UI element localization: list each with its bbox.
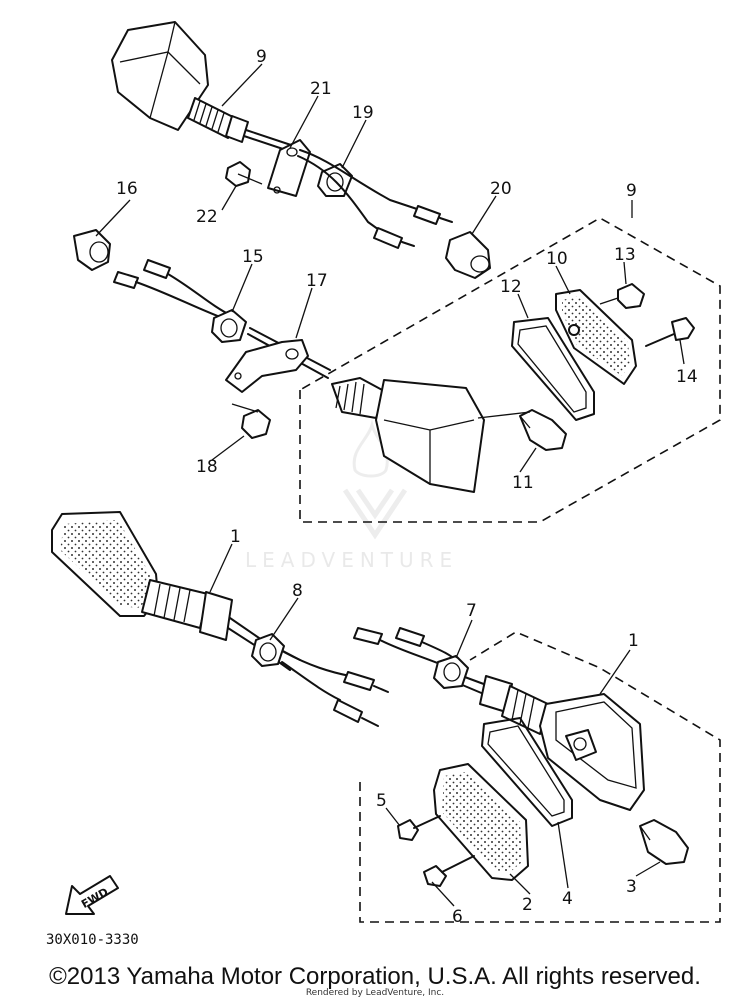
callout-22: 22 xyxy=(196,207,218,227)
diagram-code: 30X010-3330 xyxy=(46,932,139,948)
callout-15: 15 xyxy=(242,247,264,267)
callout-8: 8 xyxy=(292,581,303,601)
callout-16: 16 xyxy=(116,179,138,199)
lower-left-wire-harness xyxy=(281,651,389,727)
part-20-grommet xyxy=(445,231,491,279)
callout-17: 17 xyxy=(306,271,328,291)
callout-4: 4 xyxy=(562,889,573,909)
watermark-text: LEADVENTURE xyxy=(245,548,458,572)
callout-10: 10 xyxy=(546,249,568,269)
callout-18: 18 xyxy=(196,457,218,477)
callout-6: 6 xyxy=(452,907,463,927)
copyright-notice: ©2013 Yamaha Motor Corporation, U.S.A. A… xyxy=(49,963,701,990)
lower-right-wire-harness xyxy=(353,627,501,701)
callout-14: 14 xyxy=(676,367,698,387)
part-22-bolt xyxy=(225,161,263,187)
callout-9-upper: 9 xyxy=(256,47,267,67)
assembly-9-outline xyxy=(299,217,721,523)
part-10-lens xyxy=(555,289,637,385)
callout-20: 20 xyxy=(490,179,512,199)
leadventure-watermark: LEADVENTURE xyxy=(245,419,458,572)
part-2-lens xyxy=(433,763,529,881)
rendered-by-note: Rendered by LeadVenture, Inc. xyxy=(305,988,445,998)
part-8-grommet xyxy=(251,633,285,667)
callout-19: 19 xyxy=(352,103,374,123)
part-14-screw xyxy=(645,317,695,347)
part-12-gasket xyxy=(511,317,595,421)
callout-2: 2 xyxy=(522,895,533,915)
callout-11: 11 xyxy=(512,473,534,493)
leader-lines xyxy=(95,63,685,907)
part-1-lower-left-signal xyxy=(51,511,301,671)
part-21-bracket xyxy=(267,139,311,197)
callout-7: 7 xyxy=(466,601,477,621)
part-16-grommet xyxy=(73,229,111,271)
part-11-bulb xyxy=(477,409,567,451)
callout-1-left: 1 xyxy=(230,527,241,547)
callout-9-lower: 9 xyxy=(626,181,637,201)
callout-5: 5 xyxy=(376,791,387,811)
callout-12: 12 xyxy=(500,277,522,297)
part-18-bolt xyxy=(231,403,271,439)
part-3-bulb xyxy=(639,819,689,865)
part-5-screw xyxy=(397,815,441,841)
part-9-upper-signal xyxy=(111,21,301,155)
part-17-bracket xyxy=(225,339,309,393)
callout-1-right: 1 xyxy=(628,631,639,651)
callout-21: 21 xyxy=(310,79,332,99)
fwd-arrow: FWD xyxy=(65,875,119,915)
part-6-screw xyxy=(423,855,475,887)
part-4-gasket xyxy=(481,717,573,827)
part-7-grommet xyxy=(433,655,469,689)
callout-labels: 9 21 19 16 22 20 9 15 17 10 13 12 14 18 … xyxy=(116,47,698,927)
part-13-screw xyxy=(599,283,645,309)
part-1-lower-right-signal xyxy=(479,675,645,811)
assembly-1-outline xyxy=(359,631,721,923)
part-9-middle-signal xyxy=(331,377,485,493)
part-15-grommet xyxy=(211,309,247,343)
callout-3: 3 xyxy=(626,877,637,897)
upper-wire-harness xyxy=(297,149,453,249)
callout-13: 13 xyxy=(614,245,636,265)
